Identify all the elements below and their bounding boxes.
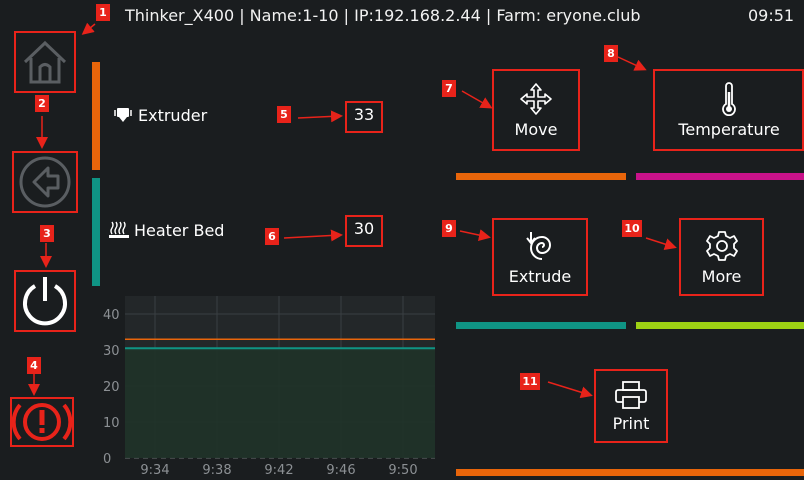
move-color-bar <box>456 173 626 180</box>
move-button[interactable]: Move <box>492 69 580 151</box>
print-color-bar <box>456 469 804 476</box>
badge-3: 3 <box>40 225 54 242</box>
heater-bed-temperature-value: 30 <box>353 219 375 238</box>
chart-y-ticks: 0 10 20 30 40 <box>103 308 120 467</box>
y-tick-label-1: 10 <box>103 416 120 431</box>
thermometer-icon <box>722 81 736 116</box>
y-tick-label-4: 40 <box>103 308 120 323</box>
badge-1: 1 <box>96 4 110 21</box>
annotation-box-power <box>14 270 76 332</box>
annotation-box-home <box>14 31 76 93</box>
badge-6: 6 <box>265 228 279 245</box>
x-tick-label-4: 9:50 <box>388 463 417 478</box>
home-button[interactable] <box>14 31 76 93</box>
extrude-label: Extrude <box>508 266 572 286</box>
back-arrow-icon <box>19 156 71 208</box>
x-tick-label-3: 9:46 <box>326 463 355 478</box>
heater-bed-color-bar <box>92 178 100 286</box>
temperature-button[interactable]: Temperature <box>653 69 804 151</box>
home-icon <box>23 40 67 84</box>
extrude-button[interactable]: Extrude <box>492 218 588 296</box>
move-label: Move <box>514 119 558 139</box>
annotation-box-more <box>679 218 764 296</box>
more-label: More <box>701 266 742 286</box>
badge-4: 4 <box>27 357 41 374</box>
chart-x-ticks: 9:34 9:38 9:42 9:46 9:50 <box>140 463 417 478</box>
temperature-label: Temperature <box>678 119 780 139</box>
heater-bed-row[interactable]: Heater Bed <box>108 219 224 241</box>
badge-2: 2 <box>35 95 49 112</box>
heater-bed-label: Heater Bed <box>134 220 225 240</box>
back-button[interactable] <box>12 151 78 213</box>
extruder-icon <box>112 104 134 126</box>
more-color-bar <box>636 322 804 329</box>
chart-area <box>125 348 435 458</box>
y-tick-label-0: 0 <box>103 452 111 467</box>
annotation-box-temperature <box>653 69 804 151</box>
more-button[interactable]: More <box>679 218 764 296</box>
annotation-box-back <box>12 151 78 213</box>
annotation-box-extrude <box>492 218 588 296</box>
extruder-temperature-value: 33 <box>353 105 375 124</box>
annotation-box-emergency <box>10 397 74 447</box>
series-area-fill <box>125 348 435 458</box>
x-tick-label-0: 9:34 <box>140 463 169 478</box>
annotation-box-extruder-temp <box>345 101 383 133</box>
print-label: Print <box>612 413 650 433</box>
move-icon <box>520 82 552 115</box>
temperature-chart: 0 10 20 30 40 9:34 9:38 9:42 9:46 9:50 <box>103 296 435 478</box>
badge-8: 8 <box>604 45 618 62</box>
badge-5: 5 <box>277 106 291 123</box>
extruder-color-bar <box>92 62 100 170</box>
badge-9: 9 <box>442 220 456 237</box>
annotation-box-print <box>594 369 668 443</box>
badge-11: 11 <box>520 373 540 390</box>
emergency-stop-button[interactable] <box>10 397 74 447</box>
y-tick-label-3: 30 <box>103 344 120 359</box>
gear-icon <box>705 230 738 261</box>
y-tick-label-2: 20 <box>103 380 120 395</box>
extruder-label: Extruder <box>138 105 208 125</box>
print-button[interactable]: Print <box>594 369 668 443</box>
printer-icon <box>615 380 647 409</box>
annotation-box-move <box>492 69 580 151</box>
status-title: Thinker_X400 | Name:1-10 | IP:192.168.2.… <box>125 6 641 25</box>
clock: 09:51 <box>748 6 795 25</box>
extrude-icon <box>526 231 551 260</box>
badge-7: 7 <box>442 80 456 97</box>
annotation-box-bed-temp <box>345 215 383 247</box>
temperature-color-bar <box>636 173 804 180</box>
power-icon <box>23 277 67 326</box>
extruder-row[interactable]: Extruder <box>112 104 207 126</box>
power-button[interactable] <box>14 270 76 332</box>
badge-10: 10 <box>622 220 642 237</box>
x-tick-label-1: 9:38 <box>202 463 231 478</box>
chart-series <box>125 338 435 350</box>
extrude-color-bar <box>456 322 626 329</box>
emergency-stop-icon <box>11 403 73 441</box>
x-tick-label-2: 9:42 <box>264 463 293 478</box>
heater-bed-icon <box>108 219 130 241</box>
